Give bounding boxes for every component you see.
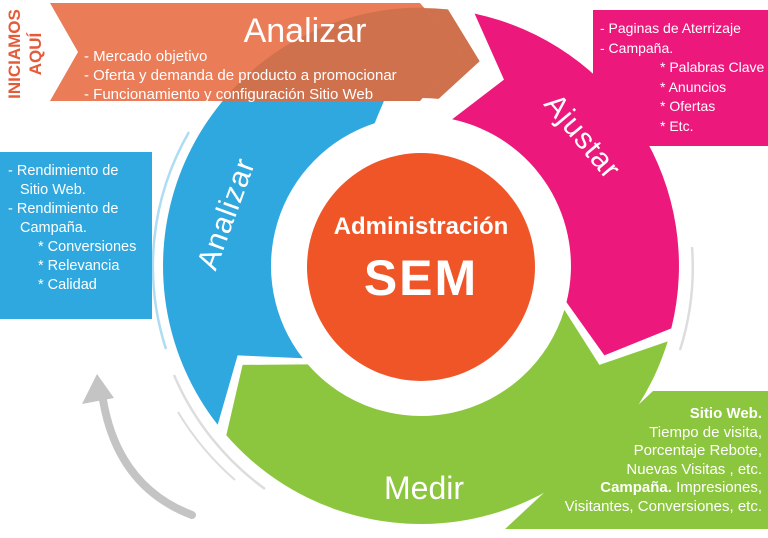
ring-segment-medir	[226, 309, 668, 524]
center-acronym: SEM	[363, 250, 479, 306]
note-line: - Funcionamiento y configuración Sitio W…	[84, 86, 374, 103]
note-line: - Paginas de Aterrizaje	[600, 20, 741, 36]
accent-arc-left	[151, 131, 191, 350]
analizar-left-notes-box: - Rendimiento de Sitio Web. - Rendimient…	[0, 152, 152, 319]
analizar-top-notes: - Mercado objetivo - Oferta y demanda de…	[84, 47, 397, 104]
stage-label-medir: Medir	[383, 470, 464, 506]
note-line: Sitio Web.	[689, 405, 762, 422]
note-line: - Oferta y demanda de producto a promoci…	[84, 67, 397, 84]
note-line: - Rendimiento de	[8, 163, 119, 179]
ajustar-notes-box: - Paginas de Aterrizaje - Campaña. * Pal…	[593, 10, 768, 146]
note-line: * Ofertas	[660, 98, 716, 114]
center-circle: Administración SEM	[307, 153, 535, 381]
note-line: * Relevancia	[38, 258, 120, 274]
note-line: - Rendimiento de	[8, 201, 119, 217]
ring-segment-analizar-left	[163, 20, 400, 425]
note-line: Sitio Web.	[20, 182, 86, 198]
note-line: Tiempo de visita,	[649, 423, 762, 441]
start-marker: INICIAMOS AQUÍ	[4, 4, 48, 104]
stage-title-analizar-top: Analizar	[243, 12, 367, 50]
note-line: * Calidad	[38, 277, 97, 293]
note-line: - Campaña.	[600, 39, 674, 56]
cycle-direction-arrow-icon	[82, 374, 196, 519]
note-line: - Mercado objetivo	[84, 48, 208, 65]
accent-arc-bottom-left	[172, 374, 266, 491]
note-line: Campaña. Impresiones,	[600, 479, 762, 496]
accent-arc-bottom-left-2	[177, 411, 236, 481]
note-line: * Etc.	[660, 117, 694, 134]
start-marker-line1: INICIAMOS	[5, 9, 24, 99]
center-title: Administración	[333, 213, 509, 240]
note-line: * Conversiones	[38, 239, 137, 255]
note-line: Visitantes, Conversiones, etc.	[564, 497, 762, 515]
cycle-ring	[163, 7, 679, 524]
note-line: * Anuncios	[660, 78, 727, 95]
note-line: Porcentaje Rebote,	[633, 442, 762, 459]
banner-ring-overlap	[187, 7, 462, 101]
note-line: * Palabras Clave	[660, 59, 765, 75]
accent-arc-right	[678, 246, 694, 351]
note-line: Nuevas Visitas , etc.	[626, 460, 762, 478]
ring-segment-ajustar	[452, 13, 679, 356]
start-marker-line2: AQUÍ	[26, 32, 45, 76]
note-line: Campaña.	[20, 220, 87, 236]
